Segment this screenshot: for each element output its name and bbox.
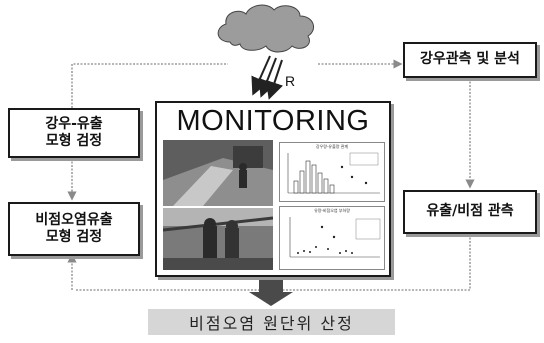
rain-arrows [251,55,283,100]
output-arrow [249,278,293,306]
field-photo-workers [163,208,273,270]
runoff-observation-box: 유출/비점 관측 [403,190,537,234]
nonpoint-runoff-line2: 모형 검정 [45,229,103,245]
rainfall-observation-label: 강우관측 및 분석 [420,51,520,68]
chart-bottom-title: 유량-비점오염 부하량 [314,208,350,213]
rainfall-observation-box: 강우관측 및 분석 [403,42,537,78]
result-banner: 비점오염 원단위 산정 [148,309,395,335]
monitoring-title: MONITORING [176,105,370,137]
field-photo-channel [163,140,273,206]
result-banner-label: 비점오염 원단위 산정 [189,314,354,333]
rainfall-runoff-line1: 강우-유출 [45,115,103,132]
runoff-observation-label: 유출/비점 관측 [426,203,514,220]
bottom-loop-line [67,234,471,291]
rainfall-runoff-model-box: 강우-유출 모형 검정 [8,108,140,158]
chart-flow-load: 유량-비점오염 부하량 [279,206,385,270]
rain-label: R [285,73,296,89]
chart-rainfall-runoff: 강우량-유출량 관계 [279,142,385,202]
top-loop-line [71,59,403,108]
nonpoint-runoff-model-box: 비점오염유출 모형 검정 [8,202,140,256]
chart-top-title: 강우량-유출량 관계 [315,144,349,149]
nonpoint-runoff-line1: 비점오염유출 [35,211,113,228]
monitoring-panel: MONITORING 강 [155,101,391,277]
rain-cloud-icon [217,4,315,53]
rainfall-runoff-line2: 모형 검정 [45,133,103,149]
